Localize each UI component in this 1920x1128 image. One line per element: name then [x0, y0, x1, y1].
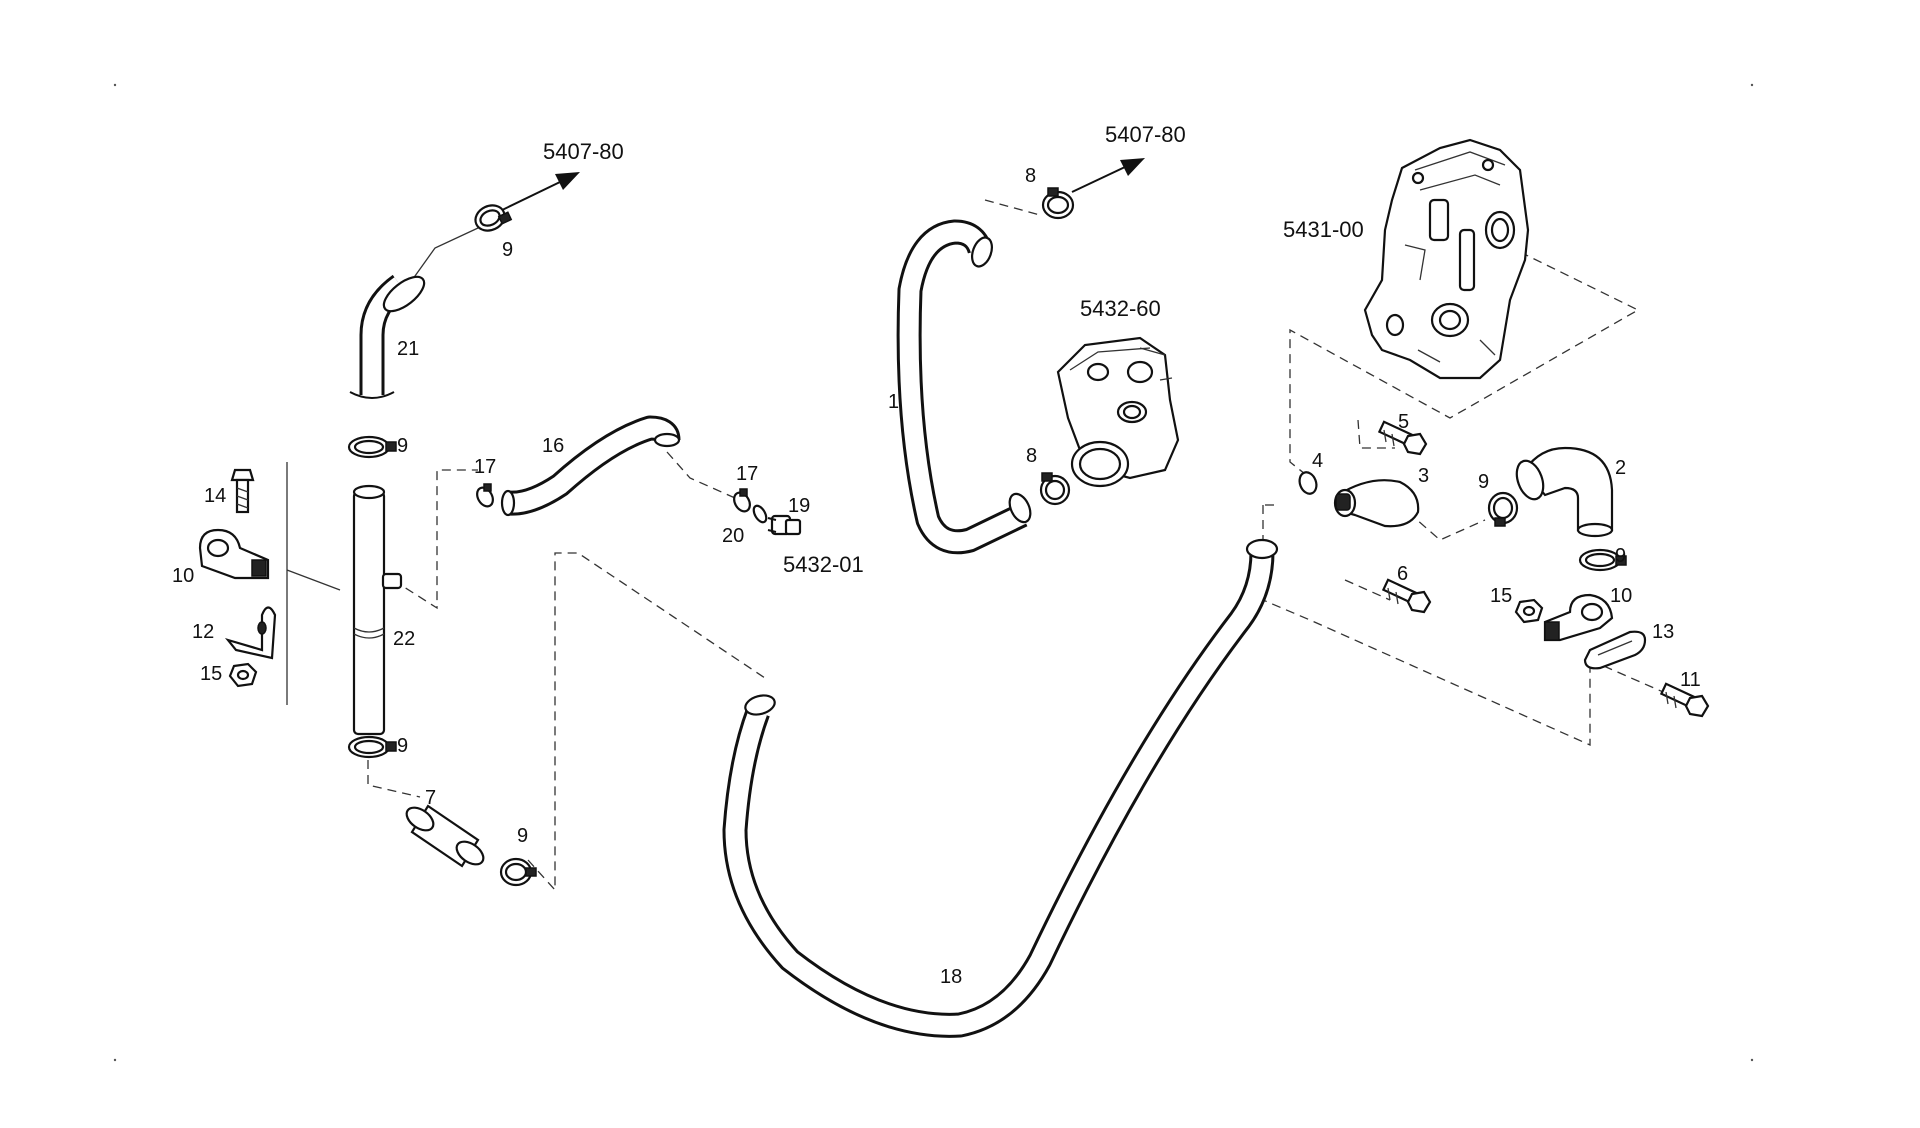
bolt-11: [1659, 682, 1710, 718]
reference-labels: 5407-80 5407-80 5432-60 5431-00 5432-01: [543, 122, 1364, 577]
hose-18: [722, 538, 1279, 1038]
bolt-5: [1377, 420, 1428, 456]
sleeve-7: [405, 804, 485, 868]
thermostat-housing: [1056, 336, 1180, 488]
clamp-8-top: [1041, 187, 1075, 220]
callout-14: 14: [204, 485, 226, 507]
ref-fitting: 5432-01: [783, 552, 864, 577]
callout-9-right-lower: 9: [1615, 545, 1626, 567]
clamp-9-top: [474, 204, 513, 232]
hose-21: [349, 274, 426, 399]
callout-19: 19: [788, 495, 810, 517]
ref-thermostat-housing: 5432-60: [1080, 296, 1161, 321]
ref-right-arrow: 5407-80: [1105, 122, 1186, 147]
nut-15-right: [1514, 598, 1544, 624]
callout-8-top: 8: [1025, 165, 1036, 187]
fitting-19: [767, 514, 802, 536]
clamp-9-lower-pipe: [347, 735, 397, 759]
clamp-9-bottom: [499, 857, 537, 887]
callout-13: 13: [1652, 621, 1674, 643]
callout-9-top: 9: [502, 239, 513, 261]
callout-17-left: 17: [474, 456, 496, 478]
callout-3: 3: [1418, 465, 1429, 487]
clamp-9-right-upper: [1487, 491, 1519, 527]
callout-9-right-upper: 9: [1478, 471, 1489, 493]
callout-15-right: 15: [1490, 585, 1512, 607]
arrow-left: [497, 172, 580, 213]
cylinder-head-cover: [1363, 138, 1530, 380]
callout-4: 4: [1312, 450, 1323, 472]
ref-cylinder-head-cover: 5431-00: [1283, 217, 1364, 242]
callout-9-lower-pipe: 9: [397, 735, 408, 757]
callout-16: 16: [542, 435, 564, 457]
callout-12: 12: [192, 621, 214, 643]
callout-6: 6: [1397, 563, 1408, 585]
gasket-13: [1583, 630, 1647, 670]
callout-2: 2: [1615, 457, 1626, 479]
hose-16: [500, 415, 681, 517]
callout-20: 20: [722, 525, 744, 547]
elbow-2: [1515, 446, 1614, 538]
callout-17-right: 17: [736, 463, 758, 485]
callout-21: 21: [397, 338, 419, 360]
clamp-9-right-lower: [1578, 548, 1627, 572]
clamp-10-left: [198, 528, 270, 580]
arrow-right: [1071, 158, 1145, 193]
clamp-17-left: [476, 483, 494, 508]
callout-22: 22: [393, 628, 415, 650]
bracket-12: [224, 606, 277, 660]
clamp-9-upper-pipe: [347, 435, 397, 459]
clamp-8-thermostat: [1039, 472, 1071, 506]
pipe-22: [352, 484, 403, 736]
callout-18: 18: [940, 966, 962, 988]
clamp-10-right: [1543, 593, 1614, 642]
corner-marks: [113, 83, 1754, 1062]
oring-20: [752, 504, 768, 524]
clamp-17-right: [733, 488, 751, 513]
bolt-6: [1381, 578, 1432, 614]
oring-4: [1298, 471, 1318, 495]
ref-left-arrow: 5407-80: [543, 139, 624, 164]
leader-lines: [286, 199, 1671, 892]
hose-1: [896, 219, 1032, 555]
callout-9-upper-pipe: 9: [397, 435, 408, 457]
bolt-14: [230, 468, 255, 514]
callout-labels: 1 2 3 4 5 6 7 8 8 9 9 9 9 9 9 10 10 11 1…: [172, 165, 1701, 988]
callout-8-thermostat: 8: [1026, 445, 1037, 467]
fitting-3: [1333, 479, 1420, 528]
callout-11: 11: [1680, 669, 1701, 691]
callout-5: 5: [1398, 411, 1409, 433]
callout-10-right: 10: [1610, 585, 1632, 607]
callout-1: 1: [888, 391, 899, 413]
nut-15-left: [228, 662, 258, 688]
callout-7: 7: [425, 787, 436, 809]
callout-15-left: 15: [200, 663, 222, 685]
callout-9-bottom: 9: [517, 825, 528, 847]
callout-10-left: 10: [172, 565, 194, 587]
